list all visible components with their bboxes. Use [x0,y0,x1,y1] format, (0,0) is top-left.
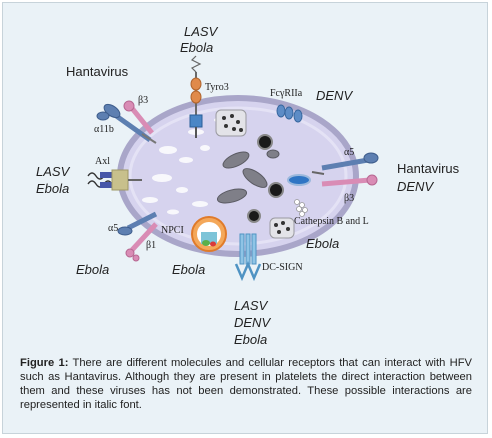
platelet-cytoplasm-highlight [128,106,348,246]
receptor-beta3-left: β3 [138,95,149,106]
caption-text: There are different molecules and cellul… [20,357,472,411]
label-bottom-denv: DENV [234,315,271,330]
receptor-cathepsin: Cathepsin B and L [294,216,369,227]
receptor-fcgr: FcγRIIa [270,88,303,99]
label-denv-right: DENV [397,179,434,194]
platelet-diagram [87,55,379,282]
receptor-beta1: β1 [146,240,157,251]
axl-receptor [87,169,142,191]
alpha-granules [247,134,284,223]
label-bottom-lasv: LASV [234,298,268,313]
caption-label: Figure 1: [20,357,69,369]
vesicle-cluster-bottom [269,217,295,239]
label-top-ebola: Ebola [180,40,214,55]
receptor-alpha5-left: α5 [108,223,119,234]
receptor-axl: Axl [95,156,110,167]
label-hantavirus-right: Hantavirus [397,161,460,176]
receptor-beta3-right: β3 [344,193,355,204]
label-ebola-bottom-left: Ebola [76,262,110,277]
receptor-tyro3: Tyro3 [205,82,229,93]
label-bottom-ebola: Ebola [234,332,268,347]
label-ebola-left: Ebola [36,181,70,196]
receptor-alpha5-right: α5 [344,147,355,158]
integrin-aiib-b3 [96,100,157,144]
blue-organelle [287,174,311,186]
integrin-a5-b1 [117,211,158,262]
fcgr-receptor [276,104,303,123]
dense-granules [216,149,280,204]
receptor-alpha2b: α11b [94,124,114,135]
tyro3-receptor [189,55,203,138]
label-hantavirus-left: Hantavirus [66,64,129,79]
label-denv-top-right: DENV [316,88,353,103]
vesicle-cluster-top [215,109,247,137]
cathepsin-vesicles [294,199,308,217]
receptor-npc1: NPCI [161,225,184,236]
figure-caption: Figure 1: There are different molecules … [20,356,472,412]
dcsign-receptor [234,233,262,282]
label-ebola-lower-right: Ebola [306,236,340,251]
receptor-dcsign: DC-SIGN [262,262,303,273]
npc1-receptor [191,216,227,252]
label-ebola-bottom-center: Ebola [172,262,206,277]
integrin-a5-b3 [311,152,379,187]
label-top-lasv: LASV [184,24,218,39]
label-lasv-left: LASV [36,164,70,179]
